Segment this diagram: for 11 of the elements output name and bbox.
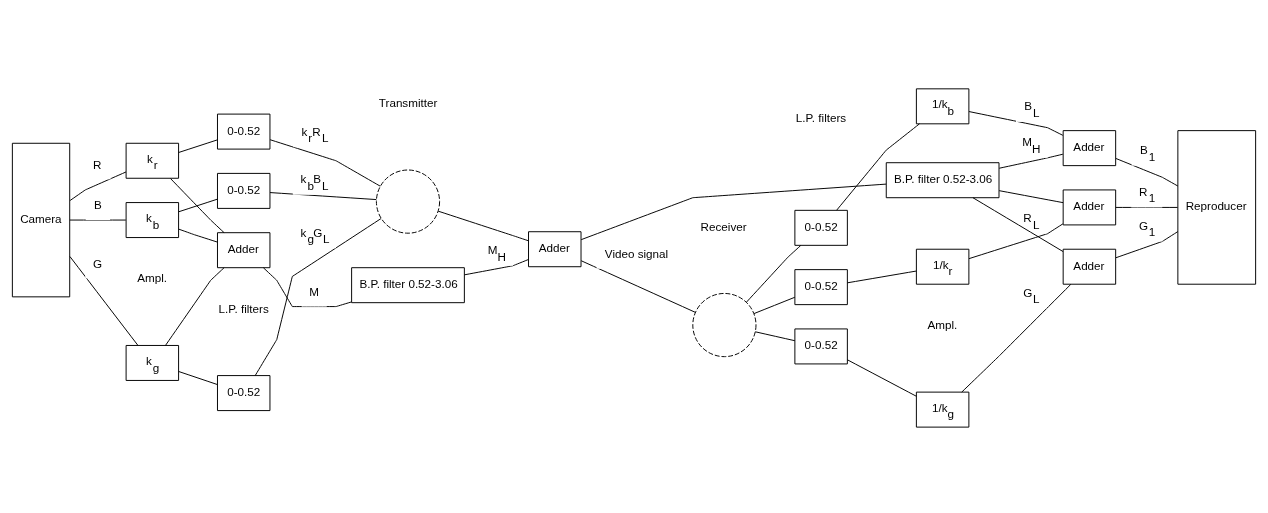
label: L.P. filters xyxy=(218,301,269,315)
edge-label: M xyxy=(309,284,320,298)
label: Receiver xyxy=(700,219,747,233)
label: Ampl. xyxy=(137,270,168,284)
edge-label: Video signal xyxy=(604,246,669,260)
label: Transmitter xyxy=(378,95,438,109)
edge-label: G xyxy=(93,256,103,270)
label: L.P. filters xyxy=(795,110,847,124)
label: Ampl. xyxy=(927,317,958,331)
edge-label: R xyxy=(93,157,102,171)
edge-label: B xyxy=(94,197,102,211)
